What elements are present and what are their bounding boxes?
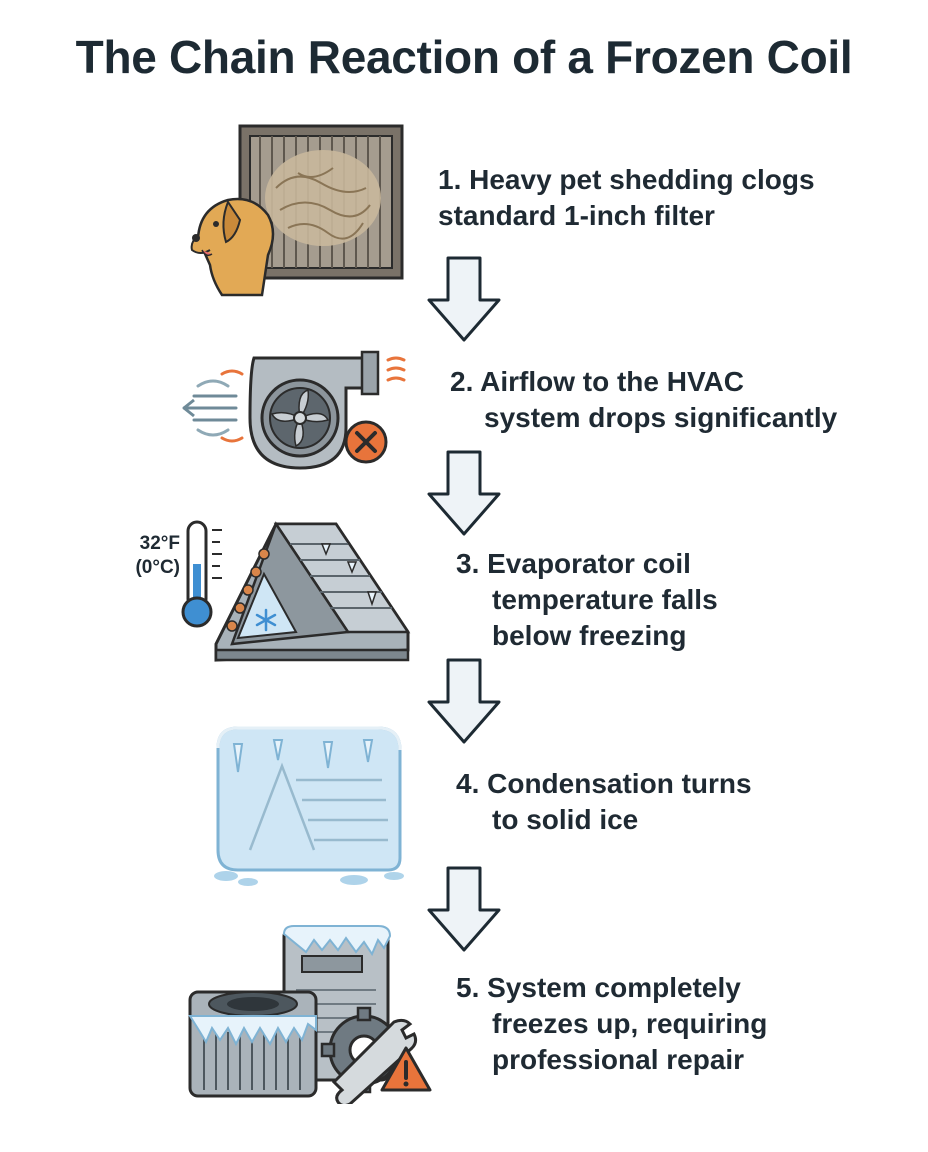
warning-triangle-icon	[380, 1046, 432, 1092]
thermometer-icon	[181, 520, 222, 628]
step-2-line-2: system drops significantly	[484, 402, 838, 433]
down-arrow-icon	[427, 256, 501, 342]
step-1-line-2: standard 1-inch filter	[438, 200, 715, 231]
down-arrow-icon	[427, 450, 501, 536]
step-2-illustration	[182, 350, 406, 470]
thermometer-temp-f: 32°F	[139, 533, 180, 554]
step-5-line-1: 5. System completely	[456, 972, 741, 1003]
dog-icon	[190, 197, 275, 297]
ice-block-icon	[214, 726, 404, 886]
step-2-text: 2. Airflow to the HVAC system drops sign…	[450, 364, 837, 436]
step-5-text: 5. System completely freezes up, requiri…	[456, 970, 767, 1078]
step-3-line-1: 3. Evaporator coil	[456, 548, 691, 579]
step-3-text: 3. Evaporator coil temperature falls bel…	[456, 546, 718, 654]
thermometer-temp-c: (0°C)	[135, 557, 180, 578]
step-3-line-3: below freezing	[492, 620, 687, 651]
down-arrow-icon	[427, 866, 501, 952]
evaporator-coil-icon	[214, 521, 411, 662]
step-5-illustration	[188, 925, 432, 1104]
thermometer-label: 32°F (0°C)	[110, 532, 180, 580]
step-1-illustration	[190, 124, 404, 297]
step-2-line-1: 2. Airflow to the HVAC	[450, 366, 744, 397]
step-3-illustration	[181, 520, 411, 662]
error-x-icon	[344, 420, 388, 464]
snowflake-icon	[255, 608, 277, 632]
wrench-gear-icon	[320, 1006, 418, 1104]
step-4-text: 4. Condensation turns to solid ice	[456, 766, 752, 838]
step-5-line-3: professional repair	[492, 1044, 745, 1075]
step-1-text: 1. Heavy pet shedding clogs standard 1-i…	[438, 162, 815, 234]
page-title: The Chain Reaction of a Frozen Coil	[75, 31, 853, 83]
step-4-line-1: 4. Condensation turns	[456, 768, 752, 799]
step-4-line-2: to solid ice	[492, 804, 639, 835]
step-4-illustration	[214, 726, 404, 886]
clogged-filter-icon	[238, 124, 404, 280]
step-3-line-2: temperature falls	[492, 584, 718, 615]
down-arrow-icon	[427, 658, 501, 744]
step-1-line-1: 1. Heavy pet shedding clogs	[438, 164, 815, 195]
step-5-line-2: freezes up, requiring	[492, 1008, 768, 1039]
